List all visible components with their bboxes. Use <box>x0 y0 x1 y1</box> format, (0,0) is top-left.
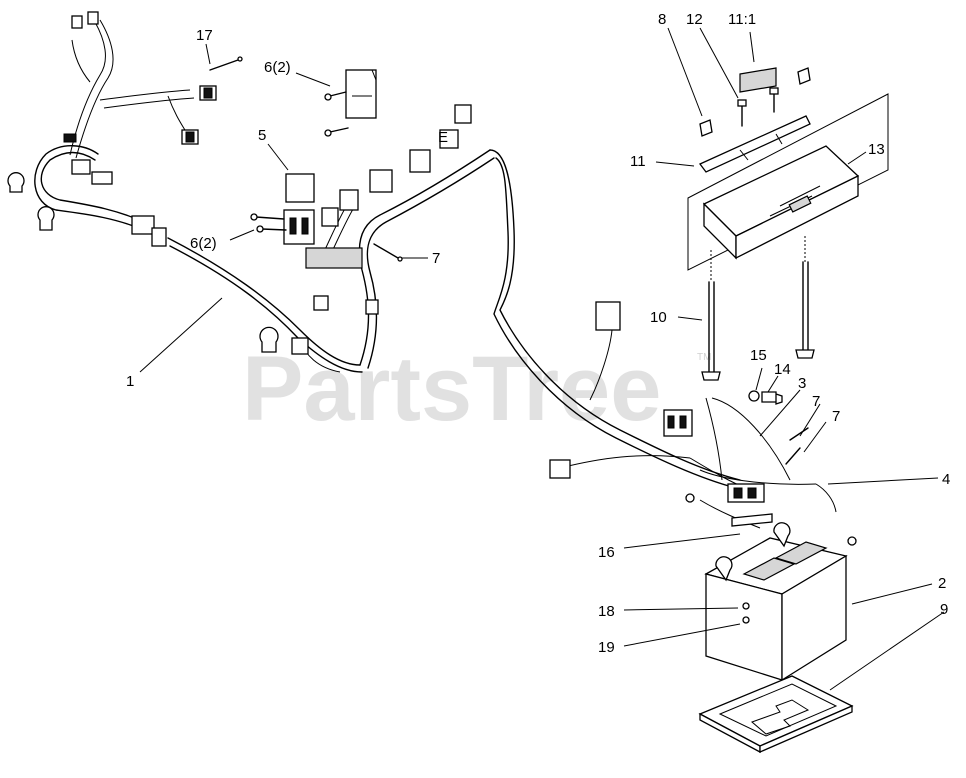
callout-labels: 1 2 3 4 5 6(2) 6(2) 7 7 7 8 9 10 11 11:1… <box>126 11 950 656</box>
ground-eyelet <box>685 493 695 503</box>
callout-6-lower: 6(2) <box>190 235 217 252</box>
pin-17 <box>209 56 243 71</box>
relay <box>283 173 363 269</box>
harness-connectors <box>7 11 472 355</box>
upper-left-plug <box>63 133 77 143</box>
nut-15 <box>748 390 760 402</box>
hold-down-plane <box>687 93 889 271</box>
upper-left-connector <box>71 159 91 175</box>
grommet-a <box>259 326 279 353</box>
callout-1: 1 <box>126 373 134 390</box>
terminal-bolt <box>748 390 783 405</box>
callout-15: 15 <box>750 347 767 364</box>
upper-left-connector-2 <box>91 171 113 185</box>
leader-lines <box>139 27 945 691</box>
cluster-connector-3 <box>321 207 339 227</box>
cluster-connector-5 <box>439 129 459 149</box>
terminal-washer <box>847 536 857 546</box>
clip-left-a <box>7 172 25 193</box>
callout-10: 10 <box>650 309 667 326</box>
callout-6-top: 6(2) <box>264 59 291 76</box>
negative-terminal <box>773 522 791 548</box>
relay-bracket <box>345 69 377 119</box>
screws-lower <box>250 213 287 233</box>
cluster-connector-2 <box>339 189 359 211</box>
junction-connector-right <box>151 227 167 247</box>
callout-8: 8 <box>658 11 666 28</box>
connector-letter: E <box>438 129 448 146</box>
callout-7-upper: 7 <box>432 250 440 267</box>
watermark-text: PartsTree <box>242 338 661 440</box>
relay-socket <box>283 209 315 245</box>
callout-11: 11 <box>630 153 646 170</box>
left-plug <box>549 459 571 479</box>
battery-side <box>781 554 847 682</box>
battery-tray <box>698 675 854 754</box>
battery-connector <box>727 483 765 503</box>
top-pin-a <box>71 15 83 29</box>
callout-7-right-b: 7 <box>832 408 840 425</box>
callout-18: 18 <box>598 603 615 620</box>
watermark: PartsTree TM <box>242 338 711 440</box>
cable-ties-right <box>785 427 809 465</box>
bolt-14 <box>761 391 783 405</box>
screws-top <box>324 91 349 137</box>
callout-5: 5 <box>258 127 266 144</box>
main-wiring-harness <box>34 19 791 529</box>
callout-11-1: 11:1 <box>728 11 756 28</box>
callout-13: 13 <box>868 141 885 158</box>
relay-body <box>285 173 315 203</box>
battery <box>704 522 848 682</box>
cluster-connector-1 <box>369 169 393 193</box>
callout-16: 16 <box>598 544 615 561</box>
mid-connector <box>313 295 329 311</box>
battery-hold-down <box>687 67 889 381</box>
clip-8-b <box>797 67 811 85</box>
terminal-boot <box>742 602 750 610</box>
clip-8-a <box>699 119 713 137</box>
ground-strap <box>731 513 773 527</box>
cluster-connector-4 <box>409 149 431 173</box>
top-pin-b <box>87 11 99 25</box>
clip-left-b <box>37 206 55 231</box>
mid-connector-2 <box>365 299 379 315</box>
cable-tie-upper <box>373 243 403 262</box>
callout-17: 17 <box>196 27 213 44</box>
callout-12: 12 <box>686 11 703 28</box>
positive-terminal <box>715 556 733 582</box>
callout-2: 2 <box>938 575 946 592</box>
decal <box>739 67 777 93</box>
callout-19: 19 <box>598 639 615 656</box>
grommet-b <box>291 337 309 355</box>
sensor-box <box>595 301 621 331</box>
callout-14: 14 <box>774 361 791 378</box>
callout-7-right-a: 7 <box>812 393 820 410</box>
callout-3: 3 <box>798 375 806 392</box>
cluster-connector-6 <box>454 104 472 124</box>
watermark-trademark: TM <box>697 352 711 363</box>
callout-9: 9 <box>940 601 948 618</box>
bracket-strap <box>698 115 811 173</box>
relay-label-plate <box>305 247 363 269</box>
terminal-cover <box>742 616 750 624</box>
battery-cap-b <box>774 541 828 565</box>
battery-cables <box>549 301 857 546</box>
junction-connector-left <box>131 215 155 235</box>
callout-4: 4 <box>942 471 950 488</box>
